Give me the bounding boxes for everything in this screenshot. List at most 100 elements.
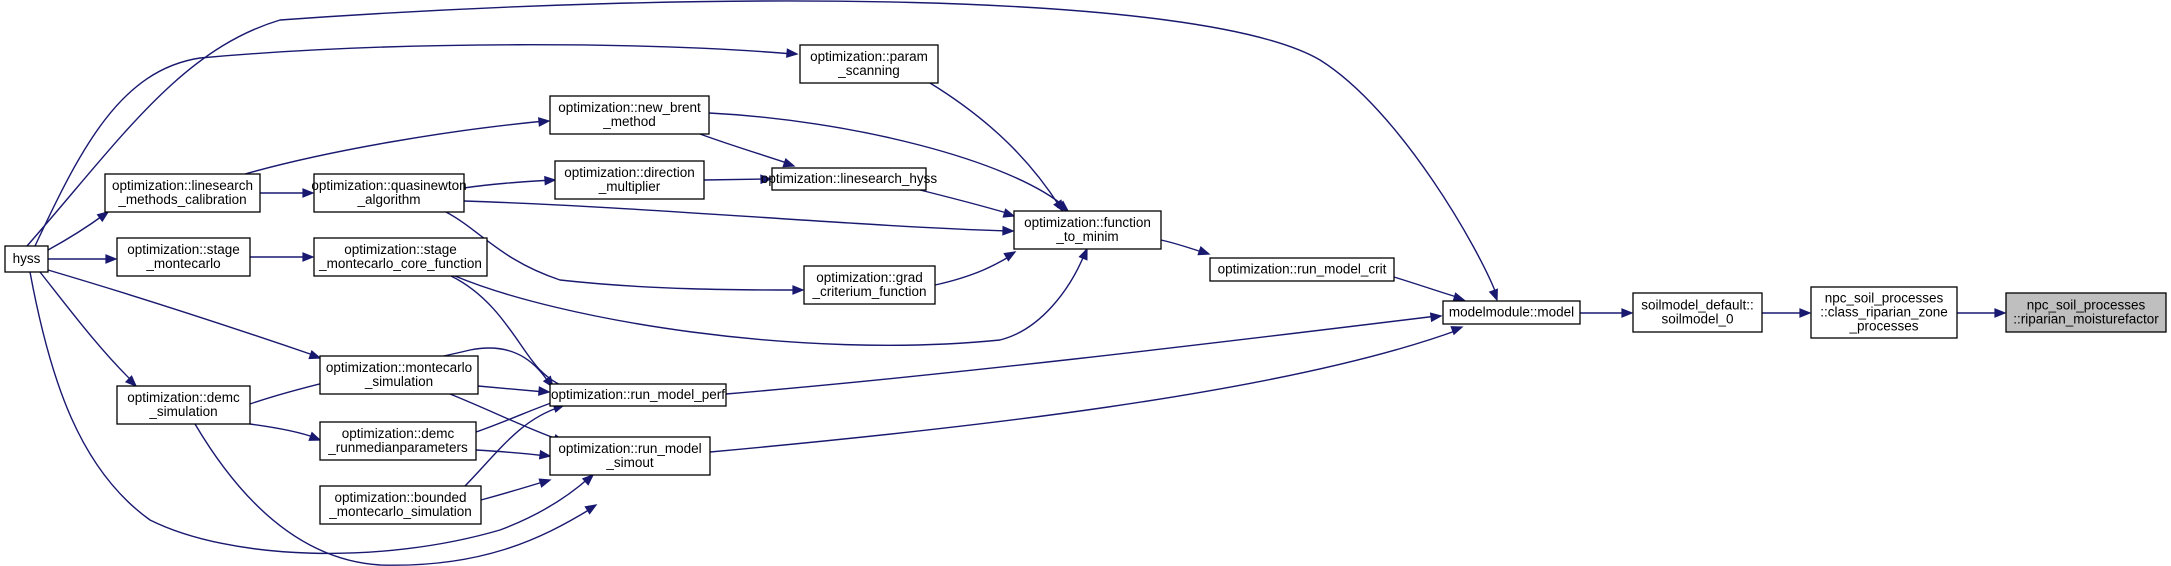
arrowhead	[1429, 312, 1443, 323]
edge-run_model_perf-to-modelmodule_model	[725, 312, 1443, 395]
node-box	[549, 436, 711, 476]
node-soilmodel-0[interactable]: soilmodel_default::soilmodel_0	[1632, 292, 1763, 333]
node-demc-runmedianparameters[interactable]: optimization::demc_runmedianparameters	[319, 421, 477, 461]
node-label-line: optimization::run_model_crit	[1218, 262, 1387, 277]
node-label-line: optimization::run_model_perf	[551, 387, 725, 402]
node-box	[803, 265, 936, 305]
arrowhead	[308, 349, 322, 360]
node-label-line: optimization::linesearch_hyss	[761, 171, 938, 186]
node-stage-montecarlo[interactable]: optimization::stage_montecarlo	[116, 237, 251, 277]
node-label-line: _simulation	[148, 404, 217, 419]
node-direction-multiplier[interactable]: optimization::direction_multiplier	[554, 160, 705, 200]
edge-montecarlo_simulation-to-run_model_perf	[477, 385, 551, 396]
edge-function_to_minim-to-run_model_crit	[1160, 239, 1211, 256]
node-hyss[interactable]: hyss	[4, 245, 49, 273]
node-riparian-moisturefactor[interactable]: npc_soil_processes::riparian_moisturefac…	[2005, 292, 2167, 333]
node-label-line: ::riparian_moisturefactor	[2013, 312, 2159, 327]
node-modelmodule-model[interactable]: modelmodule::model	[1442, 300, 1581, 325]
node-label-line: _montecarlo	[145, 256, 220, 271]
node-box	[1013, 210, 1162, 250]
node-box	[319, 421, 477, 461]
edge-stage_montecarlo-to-stage_montecarlo_core_function	[250, 252, 315, 262]
edge-bounded_montecarlo_simulation-to-run_model_simout	[480, 478, 552, 501]
node-demc-simulation[interactable]: optimization::demc_simulation	[116, 385, 251, 425]
edge-demc_simulation-to-run_model_perf	[194, 423, 598, 566]
node-label-line: _method	[602, 114, 656, 129]
arrowhead	[782, 157, 796, 168]
edge-run_model_simout-to-modelmodule_model	[709, 326, 1464, 453]
node-label-line: _to_minim	[1055, 229, 1118, 244]
node-quasinewton-algorithm[interactable]: optimization::quasinewton_algorithm	[311, 173, 467, 213]
node-box	[549, 383, 727, 407]
node-label-line: _simulation	[364, 374, 433, 389]
arrowhead	[1197, 245, 1211, 256]
arrowhead	[1994, 308, 2007, 318]
edge-quasinewton_algorithm-to-grad_criterium_function	[445, 211, 805, 295]
node-class-riparian-zone-processes[interactable]: npc_soil_processes::class_riparian_zone_…	[1810, 286, 1958, 339]
node-box	[554, 160, 705, 200]
arrowhead	[538, 449, 552, 460]
edge-hyss-to-modelmodule_model	[26, 0, 1498, 302]
edge-line	[477, 385, 546, 393]
node-label-line: soilmodel_0	[1661, 312, 1733, 327]
node-label-line: ::class_riparian_zone	[1820, 305, 1948, 320]
node-box	[313, 173, 465, 213]
node-label-line: _processes	[1848, 319, 1918, 334]
node-bounded-montecarlo-simulation[interactable]: optimization::bounded_montecarlo_simulat…	[319, 485, 482, 525]
node-label-line: _algorithm	[356, 192, 420, 207]
node-run-model-crit[interactable]: optimization::run_model_crit	[1209, 257, 1395, 282]
node-run-model-simout[interactable]: optimization::run_model_simout	[549, 436, 711, 476]
edge-line	[26, 0, 1498, 297]
node-param-scanning[interactable]: optimization::param_scanning	[799, 44, 939, 84]
arrowhead	[1799, 308, 1812, 318]
node-label-line: npc_soil_processes	[1825, 291, 1944, 306]
edge-line	[249, 423, 317, 439]
arrowhead	[1056, 200, 1070, 213]
arrowhead	[302, 188, 315, 198]
node-montecarlo-simulation[interactable]: optimization::montecarlo_simulation	[319, 355, 479, 395]
edges-layer	[26, 0, 2007, 566]
arrowhead	[1488, 288, 1498, 302]
edge-line	[934, 254, 1013, 286]
edge-new_brent_method-to-linesearch_hyss	[699, 133, 796, 168]
edge-line	[929, 82, 1061, 208]
edge-line	[47, 213, 106, 251]
node-linesearch-methods-calibration[interactable]: optimization::linesearch_methods_calibra…	[104, 173, 261, 213]
node-box	[799, 44, 939, 84]
arrowhead	[760, 174, 773, 185]
arrowhead	[538, 478, 552, 488]
node-stage-montecarlo-core-function[interactable]: optimization::stage_montecarlo_core_func…	[313, 237, 488, 277]
node-box	[549, 95, 710, 135]
edge-line	[480, 480, 547, 501]
edge-hyss-to-stage_montecarlo	[48, 254, 118, 264]
edge-line	[463, 200, 1010, 232]
node-box	[116, 237, 251, 277]
node-label-line: optimization::stage	[127, 242, 240, 257]
arrowhead	[786, 48, 799, 58]
arrowhead	[1450, 326, 1464, 336]
edge-modelmodule_model-to-soilmodel_0	[1580, 308, 1634, 318]
node-box	[1810, 286, 1958, 339]
edge-soilmodel_0-to-class_riparian_zone_processes	[1762, 308, 1812, 318]
arrowhead	[1003, 251, 1017, 262]
node-box	[1209, 257, 1395, 282]
node-label-line: hyss	[13, 251, 41, 266]
node-label-line: _montecarlo_core_function	[318, 256, 482, 271]
edge-hyss-to-demc_simulation	[39, 271, 138, 388]
node-label-line: _methods_calibration	[117, 192, 246, 207]
node-run-model-perf[interactable]: optimization::run_model_perf	[549, 383, 727, 407]
node-new-brent-method[interactable]: optimization::new_brent_method	[549, 95, 710, 135]
node-label-line: optimization::montecarlo	[326, 360, 472, 375]
node-label-line: optimization::stage	[344, 242, 457, 257]
node-label-line: optimization::grad	[816, 270, 923, 285]
node-grad-criterium-function[interactable]: optimization::grad_criterium_function	[803, 265, 936, 305]
arrowhead	[1078, 247, 1088, 261]
node-label-line: _scanning	[837, 63, 900, 78]
edge-grad_criterium_function-to-function_to_minim	[934, 251, 1017, 286]
arrowhead	[1452, 292, 1466, 302]
edge-line	[1393, 276, 1461, 299]
node-linesearch-hyss[interactable]: optimization::linesearch_hyss	[761, 167, 938, 191]
edge-line	[454, 252, 1086, 346]
arrowhead	[96, 211, 110, 223]
node-function-to-minim[interactable]: optimization::function_to_minim	[1013, 210, 1162, 250]
